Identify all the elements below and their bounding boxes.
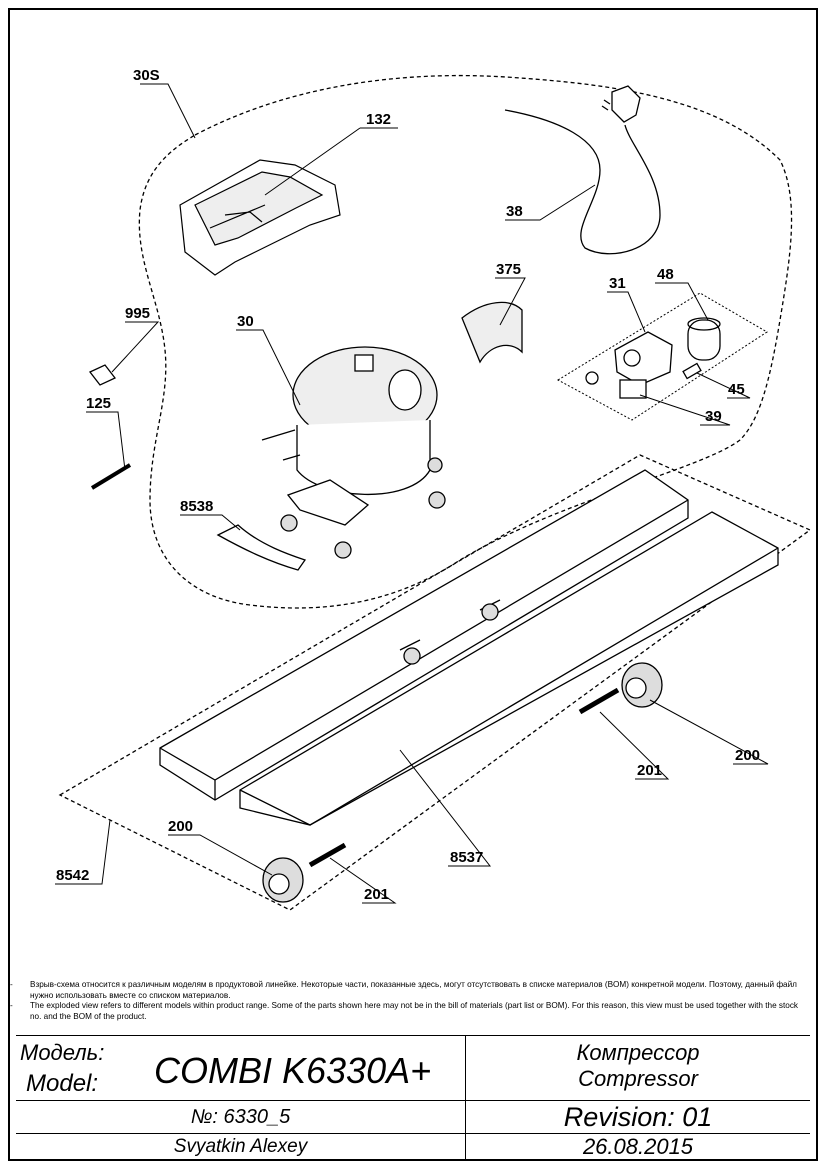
pad-part-8538 bbox=[216, 524, 307, 571]
callout-8538: 8538 bbox=[180, 498, 213, 515]
overload-part-39 bbox=[619, 379, 647, 399]
bolt-part-201-left bbox=[308, 842, 347, 868]
rubber-feet bbox=[280, 457, 446, 559]
compressor-part-30 bbox=[261, 346, 438, 526]
capacitor-part-48 bbox=[687, 317, 721, 361]
title-block: Модель: Model: COMBI K6330A+ Компрессор … bbox=[16, 1035, 810, 1162]
wheel-part-200-right bbox=[621, 662, 663, 708]
callout-30s: 30S bbox=[133, 67, 160, 84]
bolt-part-201-right bbox=[578, 687, 620, 715]
note-english: The exploded view refers to different mo… bbox=[30, 1001, 799, 1021]
note-bullet: - bbox=[10, 980, 13, 989]
rail-bracket-left bbox=[159, 469, 689, 801]
wheel-part-200-left bbox=[262, 857, 304, 903]
callout-30: 30 bbox=[237, 313, 254, 330]
callout-201-right: 201 bbox=[637, 762, 662, 779]
part-name-en: Compressor bbox=[578, 1066, 698, 1091]
model-label-en: Model: bbox=[26, 1070, 99, 1097]
cover-part-132 bbox=[179, 159, 341, 276]
pin-part-125 bbox=[90, 463, 132, 490]
model-value: COMBI K6330A+ bbox=[154, 1050, 432, 1091]
callout-8537: 8537 bbox=[450, 849, 483, 866]
callout-8542: 8542 bbox=[56, 867, 89, 884]
callout-125: 125 bbox=[86, 395, 111, 412]
clip-part-45 bbox=[682, 362, 702, 380]
callout-995: 995 bbox=[125, 305, 150, 322]
revision: Revision: 01 bbox=[466, 1101, 810, 1134]
callout-201-left: 201 bbox=[364, 886, 389, 903]
callout-48: 48 bbox=[657, 266, 674, 283]
model-label-ru: Модель: bbox=[20, 1040, 105, 1065]
power-cord-part-38 bbox=[504, 85, 661, 255]
leader-lines bbox=[55, 83, 769, 904]
callout-31: 31 bbox=[609, 275, 626, 292]
model-cell: Модель: Model: COMBI K6330A+ bbox=[16, 1036, 466, 1101]
sticker-part-375 bbox=[461, 301, 523, 364]
date: 26.08.2015 bbox=[582, 1134, 694, 1159]
group-30s-outline bbox=[138, 74, 793, 609]
callout-200-right: 200 bbox=[735, 747, 760, 764]
callout-45: 45 bbox=[728, 381, 745, 398]
callout-39: 39 bbox=[705, 408, 722, 425]
drawing-sheet bbox=[8, 8, 818, 1161]
callout-132: 132 bbox=[366, 111, 391, 128]
disclaimer-notes: - Взрыв-схема относится к различным модел… bbox=[10, 980, 800, 1022]
drawing-number: №: 6330_5 bbox=[16, 1101, 466, 1134]
callout-375: 375 bbox=[496, 261, 521, 278]
callout-38: 38 bbox=[506, 203, 523, 220]
electric-box-outline bbox=[556, 292, 768, 421]
rail-bracket-part-8537 bbox=[239, 511, 779, 826]
note-bullet: - bbox=[10, 1001, 13, 1010]
grommet-part-995 bbox=[88, 364, 117, 386]
relay-part-31 bbox=[585, 331, 673, 386]
note-russian: Взрыв-схема относится к различным моделя… bbox=[30, 980, 797, 1000]
part-name-ru: Компрессор bbox=[576, 1040, 700, 1065]
author: Svyatkin Alexey bbox=[16, 1134, 466, 1160]
group-8542-outline bbox=[58, 454, 812, 911]
callout-200-left: 200 bbox=[168, 818, 193, 835]
part-cell: Компрессор Compressor bbox=[466, 1036, 810, 1101]
